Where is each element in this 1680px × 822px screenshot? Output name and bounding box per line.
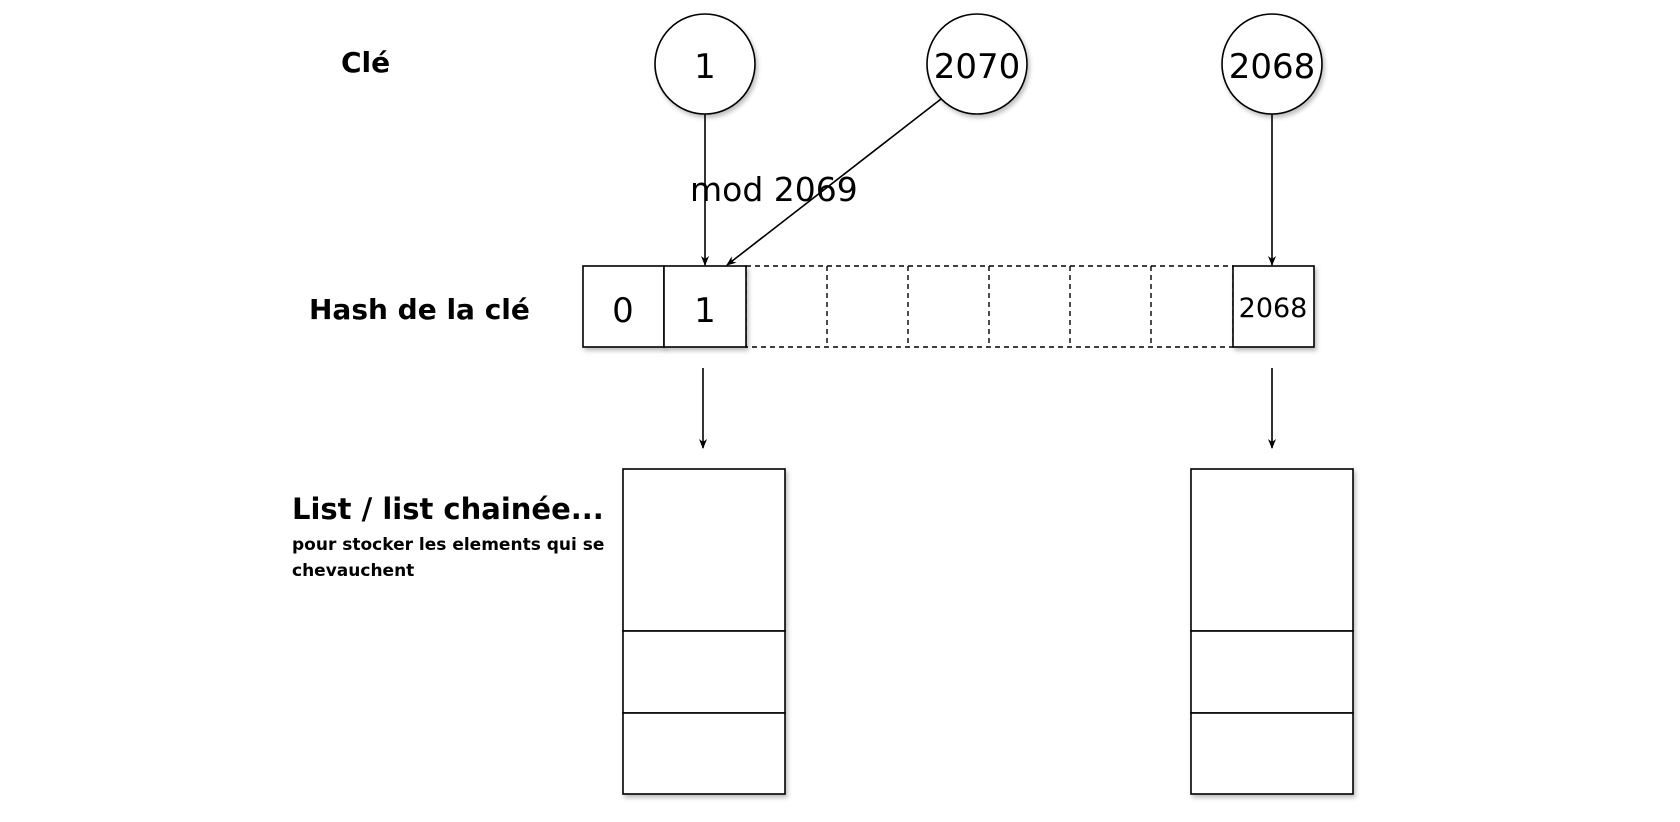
list-subtitle-line2: chevauchent	[292, 561, 414, 581]
key-node: 1	[654, 13, 756, 115]
operation-label: mod 2069	[690, 170, 858, 209]
list-node	[1190, 468, 1354, 632]
hash-cell-label: 1	[694, 291, 716, 331]
key-node-label: 2070	[934, 47, 1021, 87]
bucket-list	[1190, 468, 1354, 795]
hash-row-label: Hash de la clé	[309, 293, 530, 326]
key-node-label: 2068	[1229, 47, 1316, 87]
list-node	[1190, 712, 1354, 795]
list-node	[622, 630, 786, 714]
hash-table: 0 1 2068	[582, 265, 1315, 348]
list-node	[1190, 630, 1354, 714]
key-node: 2070	[926, 13, 1028, 115]
hash-cell: 2068	[1232, 265, 1315, 348]
hash-cell-label: 2068	[1239, 293, 1308, 324]
bucket-list	[622, 468, 786, 795]
key-row-label: Clé	[341, 46, 390, 79]
list-title: List / list chainée...	[292, 492, 604, 526]
hash-cell-label: 0	[612, 291, 634, 331]
key-node: 2068	[1221, 13, 1323, 115]
hash-cell: 1	[663, 265, 747, 348]
list-node	[622, 712, 786, 795]
hash-cell: 0	[582, 265, 665, 348]
key-node-label: 1	[694, 47, 716, 87]
key-to-hash-arrow	[726, 98, 942, 266]
list-node	[622, 468, 786, 632]
list-subtitle-line1: pour stocker les elements qui se	[292, 535, 604, 555]
